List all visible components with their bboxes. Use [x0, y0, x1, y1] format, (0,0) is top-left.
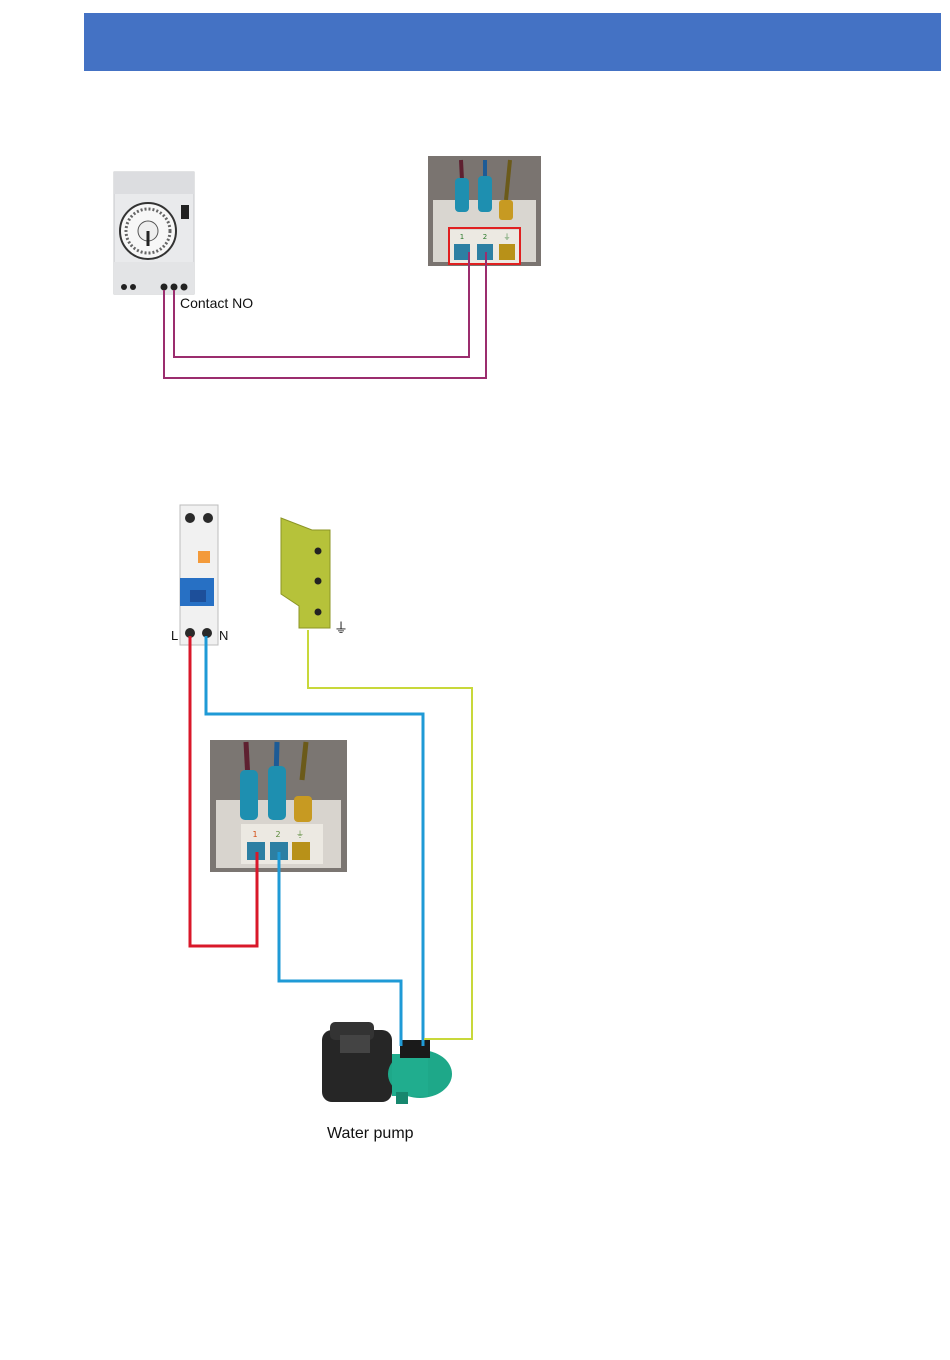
terminal-label-2-bottom: 2 [275, 830, 280, 839]
earth-symbol-label: ⏚ [334, 618, 348, 638]
terminal-label-earth-top: ⏚ [504, 233, 511, 241]
earth-rail-icon [281, 518, 330, 628]
terminal-label-2-top: 2 [483, 233, 487, 241]
breaker-n-label: N [219, 628, 228, 643]
water-pump-icon [322, 1022, 452, 1104]
timer-wires [164, 252, 486, 378]
breaker-l-label: L [171, 628, 178, 643]
terminal-label-earth-bottom: ⏚ [296, 830, 304, 839]
terminal-label-1-bottom: 1 [252, 830, 257, 839]
terminal-label-1-top: 1 [460, 233, 464, 241]
circuit-breaker-icon [180, 505, 218, 645]
water-pump-label: Water pump [327, 1125, 414, 1143]
contact-no-label: Contact NO [180, 295, 253, 311]
timer-switch-icon [114, 172, 194, 294]
contactor-terminal-block-top-icon: 1 2 ⏚ [428, 156, 541, 266]
